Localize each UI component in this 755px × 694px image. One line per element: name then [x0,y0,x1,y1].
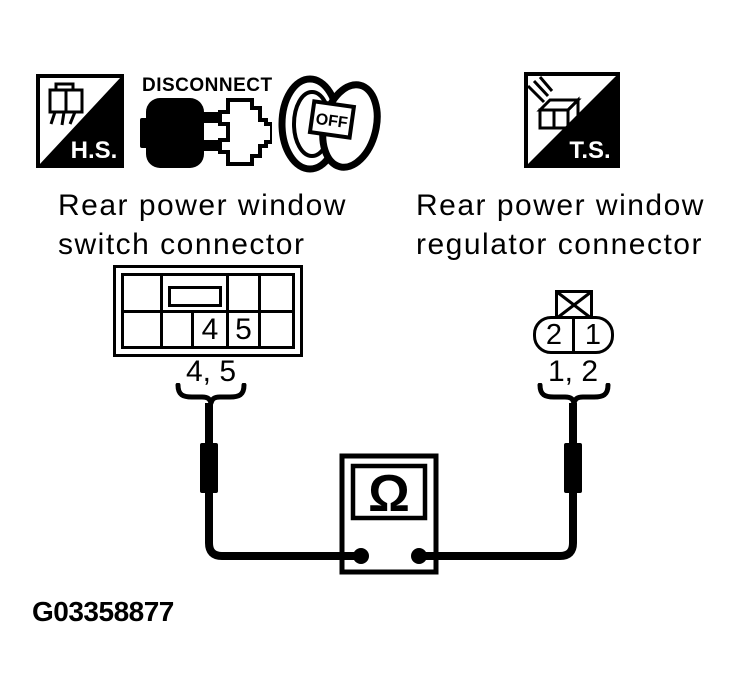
left-caption-line1: Rear power window [58,189,347,222]
grid-line [258,276,261,310]
connector-cell [229,276,258,310]
connector-cell-pin4: 4 [201,312,219,346]
grid-line [258,313,261,346]
connector-cell [261,276,292,310]
connector-cell [261,313,292,346]
left-caption-line2: switch connector [58,228,306,261]
plug-male-half [218,98,272,166]
key-off-label: OFF [315,111,349,132]
grid-line [191,313,194,346]
test-lead-left [205,403,361,560]
grid-line [160,313,163,346]
left-test-pins-label: 4, 5 [185,355,237,388]
connector-cell [124,313,160,346]
connector-cell [163,313,191,346]
ohm-symbol: Ω [368,465,410,523]
connector-cell-pin2: 2 [536,319,575,351]
connector-cell [124,276,160,310]
left-connector-caption: Rear power window switch connector [58,186,398,264]
disconnect-plug-icon [140,98,272,168]
connector-cell-pin1: 1 [584,319,602,351]
meter-terminal-left [353,548,369,564]
plug-pin-lower [202,140,230,151]
ts-badge-triangle [528,76,616,164]
grid-line [226,276,229,310]
plug-pin-upper [202,112,230,123]
harness-connector-art-icon [48,82,84,126]
right-test-pins-label: 1, 2 [547,355,599,388]
key-cylinder [307,99,357,140]
test-circuit: Ω [200,403,582,575]
grid-line [226,313,229,346]
grid-line [160,276,163,310]
right-caption-line1: Rear power window [416,189,705,222]
x-marker-icon [555,290,593,320]
test-probe-left [200,443,218,493]
meter-terminal-right [411,548,427,564]
switch-connector-drawing: 4 5 [113,265,303,357]
figure-id: G03358877 [32,596,174,627]
grid-line [124,310,292,313]
hs-badge-label: H.S. [71,137,118,164]
ts-badge-icon: T.S. [524,72,620,168]
regulator-connector-drawing: 2 1 [533,316,614,354]
connector-cell [163,276,226,310]
hs-badge-triangle [39,77,121,165]
disconnect-label: DISCONNECT [142,75,273,96]
test-probe-right [564,443,582,493]
right-caption-line2: regulator connector [416,228,703,261]
connector-cell-pin5: 5 [235,312,252,346]
connector-keyway-slot [168,286,222,307]
switch-connector-inner-frame: 4 5 [121,273,295,349]
ignition-key-off-icon: OFF [278,75,381,173]
meter-display [350,463,428,521]
right-connector-caption: Rear power window regulator connector [416,186,755,264]
test-lead-right [419,403,577,560]
hs-badge-icon: H.S. [36,74,124,168]
terminal-probe-art-icon [526,76,582,130]
ts-badge-label: T.S. [569,137,610,164]
plug-female-half [146,98,204,168]
